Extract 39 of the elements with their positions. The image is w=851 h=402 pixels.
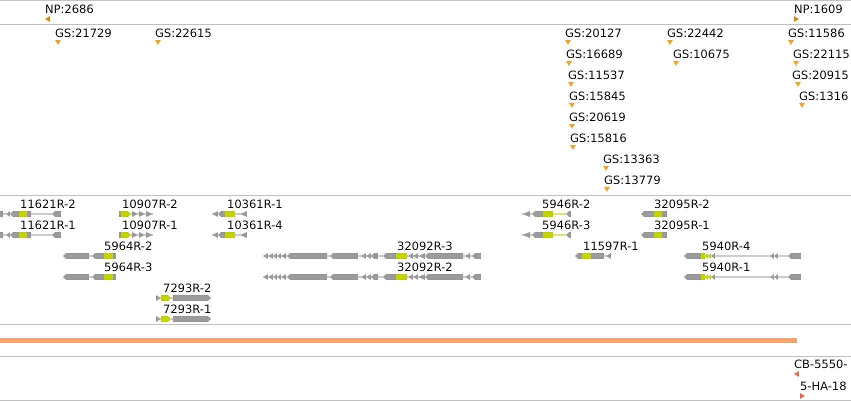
feature-label: 5940R-1	[702, 261, 750, 273]
feature-label: GS:13779	[604, 174, 661, 186]
feature-label: 5946R-2	[542, 198, 590, 210]
feature-label: GS:21729	[55, 27, 112, 39]
feature-label: CB-5550-	[794, 358, 848, 370]
feature-label: GS:15845	[569, 90, 626, 102]
feature-label: GS:16689	[566, 48, 623, 60]
feature-label: 5940R-4	[702, 240, 750, 252]
feature-label: GS:11537	[568, 69, 625, 81]
feature-label: 11621R-1	[20, 219, 76, 231]
feature-label: GS:11586	[788, 27, 845, 39]
feature-label: 5964R-2	[104, 240, 152, 252]
feature-label: 11621R-2	[20, 198, 76, 210]
feature-label: 7293R-1	[163, 303, 212, 315]
feature-label: 32092R-2	[397, 261, 453, 273]
feature-label: GS:15816	[570, 132, 627, 144]
feature-label: GS:20127	[565, 27, 622, 39]
feature-label: NP:2686	[45, 3, 94, 15]
feature-label: 10907R-1	[122, 219, 178, 231]
feature-label: 7293R-2	[163, 282, 212, 294]
feature-label: 10361R-4	[227, 219, 283, 231]
feature-label: GS:20619	[569, 111, 626, 123]
feature-label: 32095R-2	[654, 198, 710, 210]
feature-label: 5946R-3	[542, 219, 590, 231]
feature-label: GS:13363	[603, 153, 660, 165]
feature-label: 5964R-3	[104, 261, 152, 273]
feature-label: 32095R-1	[654, 219, 710, 231]
feature-label: GS:22115	[793, 48, 850, 60]
feature-label: GS:22442	[667, 27, 724, 39]
feature-label: 10361R-1	[227, 198, 283, 210]
feature-label: 32092R-3	[397, 240, 453, 252]
feature-label: GS:20915	[792, 69, 849, 81]
feature-label: 5-HA-18	[800, 380, 847, 392]
feature-label: GS:22615	[155, 27, 212, 39]
feature-label: 10907R-2	[122, 198, 178, 210]
feature-label: GS:10675	[673, 48, 730, 60]
feature-label: GS:1316	[799, 90, 848, 102]
feature-label: 11597R-1	[583, 240, 639, 252]
feature-label: NP:1609	[794, 3, 843, 15]
